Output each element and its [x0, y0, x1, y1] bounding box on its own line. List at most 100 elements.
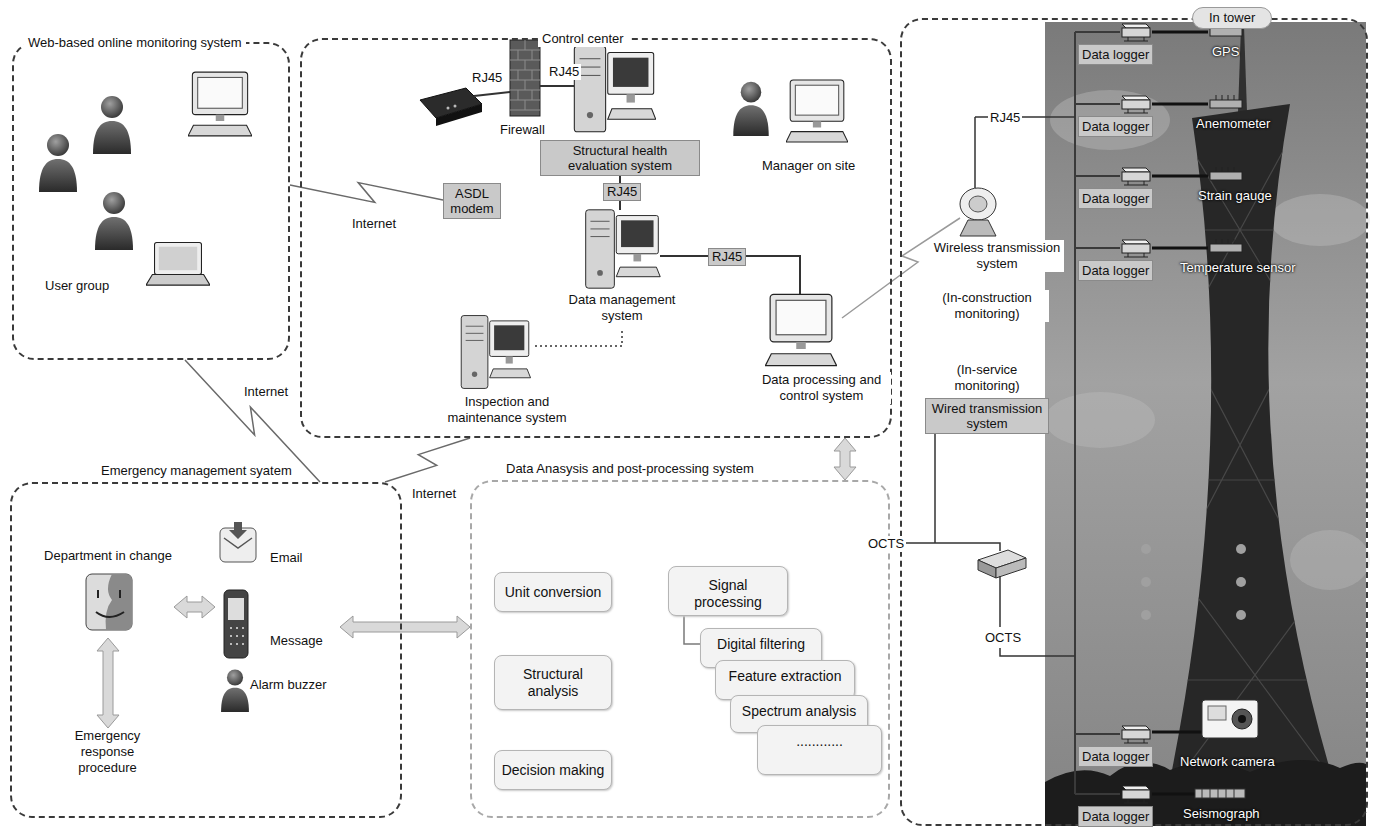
sensor-network [1122, 786, 1150, 803]
box-label: Data logger [1082, 47, 1149, 62]
box-label: Structural health evaluation system [544, 143, 696, 173]
label-box: Data logger [1078, 260, 1153, 281]
control-center-icons [447, 107, 450, 110]
transmission-system [996, 558, 1026, 578]
component-label: Data management system [560, 292, 684, 324]
sensor-network [1210, 95, 1242, 108]
sensor-label: Anemometer [1196, 116, 1270, 132]
transmission-system [975, 117, 1075, 188]
control-center-icons [765, 294, 836, 365]
tower-photo [1238, 26, 1247, 112]
sensor-network [1122, 726, 1150, 743]
sensor-network [1122, 24, 1150, 41]
tower-photo [1160, 120, 1340, 790]
box-label: Data logger [1082, 263, 1149, 278]
flow-arrow [174, 596, 215, 618]
sensor-network [1141, 577, 1151, 587]
internet-link [385, 438, 470, 482]
text-block: EmailMessageAlarm buzzer [215, 525, 340, 710]
emergency-icons [96, 612, 124, 617]
sensor-network [1122, 168, 1150, 185]
sensor-network [1236, 577, 1246, 587]
box-label: ............ [762, 733, 877, 750]
box-label: Structural analysis [499, 666, 607, 700]
component-label: RJ45 [988, 110, 1022, 126]
user-icons [95, 192, 133, 250]
connector-line [684, 616, 700, 644]
transmission-system [978, 560, 996, 578]
sensor-label: GPS [1212, 44, 1239, 60]
sensor-label: Strain gauge [1198, 188, 1272, 204]
control-center-icons [733, 82, 768, 136]
sensor-network [1075, 23, 1258, 803]
text-block: Emergency response procedure [60, 728, 155, 776]
tower-photo [1045, 392, 1155, 448]
component-label: OCTS [866, 536, 906, 552]
control-center-icons [510, 40, 540, 116]
panel-title: Control center [538, 31, 628, 47]
process-box: Feature extraction [715, 660, 855, 700]
box-label: Data logger [1082, 749, 1149, 764]
component-label: Inspection and maintenance system [430, 394, 584, 426]
group-panel: In towerData loggerData loggerData logge… [900, 18, 1368, 826]
tower-photo [1050, 90, 1170, 150]
box-label: Digital filtering [705, 636, 817, 653]
component-label: (In-service monitoring) [935, 362, 1039, 394]
flow-arrow [340, 616, 470, 638]
user-icons [93, 96, 131, 154]
emergency-icons [119, 590, 121, 598]
tower-photo [1290, 530, 1370, 590]
sensor-label: Network camera [1180, 754, 1275, 770]
component-label: User group [45, 278, 109, 294]
emergency-icons [230, 628, 244, 644]
tower-photo [1045, 760, 1366, 826]
box-label: Emergency response procedure [60, 728, 155, 776]
component-label: Data processing and control system [752, 372, 891, 404]
label-box: ASDL modem [443, 183, 501, 219]
transmission-system [906, 433, 1000, 551]
component-label: (In-construction monitoring) [925, 290, 1049, 322]
group-panel: Emergency management syatemDepartment in… [10, 482, 402, 818]
edge-label: Internet [410, 486, 458, 502]
emergency-icons [86, 574, 132, 630]
component-label: Firewall [498, 122, 547, 138]
control-center-icons [454, 105, 457, 108]
sensor-network [1195, 789, 1245, 798]
edge-label: Internet [242, 384, 290, 400]
component-label: RJ45 [708, 248, 746, 266]
sensor-network [1236, 544, 1246, 554]
box-label: Data logger [1082, 119, 1149, 134]
internet-link [290, 183, 443, 203]
sensor-network [1210, 239, 1242, 252]
user-icons [39, 134, 77, 192]
label-box: Data logger [1078, 746, 1153, 767]
emergency-icons [97, 590, 99, 598]
component-label: RJ45 [603, 183, 641, 201]
panel-title: Emergency management syatem [97, 463, 296, 479]
sensor-network [1141, 610, 1151, 620]
tower-photo [1045, 22, 1366, 824]
process-box: ............ [757, 725, 882, 775]
process-box: Decision making [494, 750, 612, 790]
emergency-icons [228, 598, 244, 620]
component-label: Wireless transmission system [930, 240, 1064, 272]
item-label: Email [270, 550, 303, 566]
sensor-network [1202, 700, 1258, 738]
sensor-network [1122, 240, 1150, 257]
text-block: Department in change [42, 548, 174, 638]
emergency-icons [224, 590, 248, 658]
sensor-network [1210, 167, 1242, 180]
box-label: ASDL modem [447, 186, 497, 216]
flow-arrow [834, 438, 856, 480]
user-icons [188, 72, 252, 136]
control-center-icons [436, 104, 482, 126]
label-box: Data logger [1078, 188, 1153, 209]
box-label: Department in change [42, 548, 174, 564]
process-box: Signal processing [668, 566, 788, 616]
box-label: Signal processing [673, 577, 783, 611]
sensor-network [1141, 544, 1151, 554]
emergency-icons [224, 538, 252, 548]
box-label: Unit conversion [499, 584, 607, 601]
connector-line [684, 616, 700, 644]
